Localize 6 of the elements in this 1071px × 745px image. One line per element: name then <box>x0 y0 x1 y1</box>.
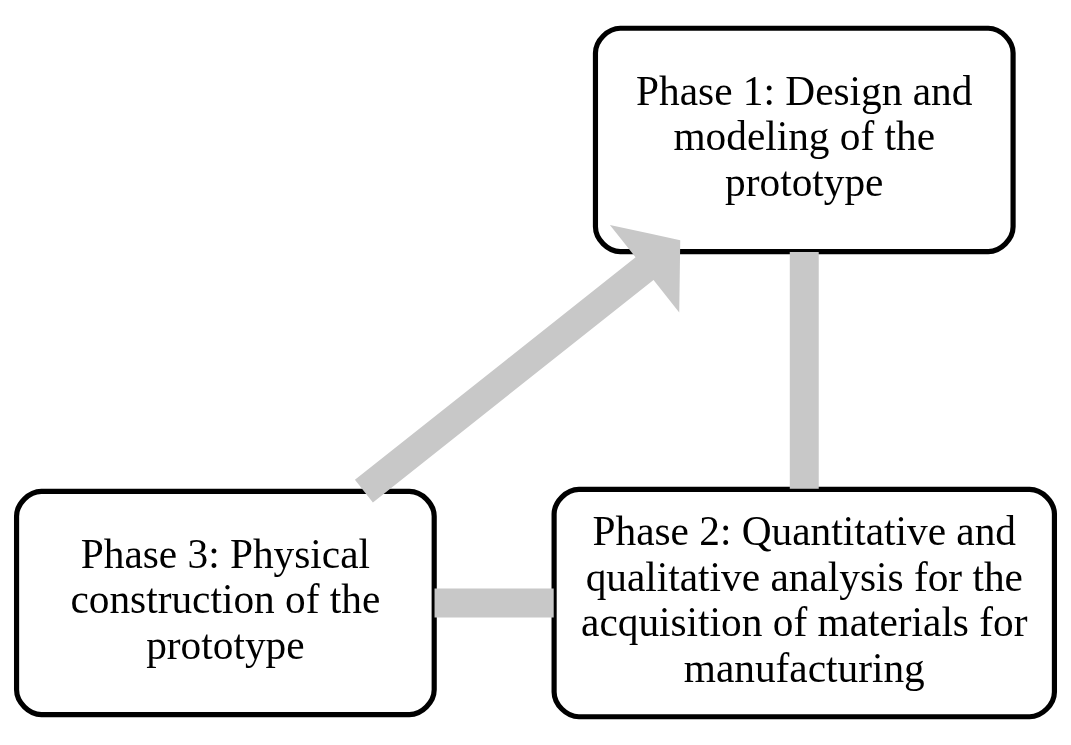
node-box: Phase 3: Physical construction of the prototype <box>14 488 437 718</box>
node-box: Phase 2: Quantitative and qualitative analysis for the acquisition of materials for manufacturing <box>551 486 1057 720</box>
node-box: Phase 1: Design and modeling of the prototype <box>592 25 1016 255</box>
connector <box>789 251 819 489</box>
arrow <box>354 224 681 503</box>
connector <box>434 588 554 618</box>
